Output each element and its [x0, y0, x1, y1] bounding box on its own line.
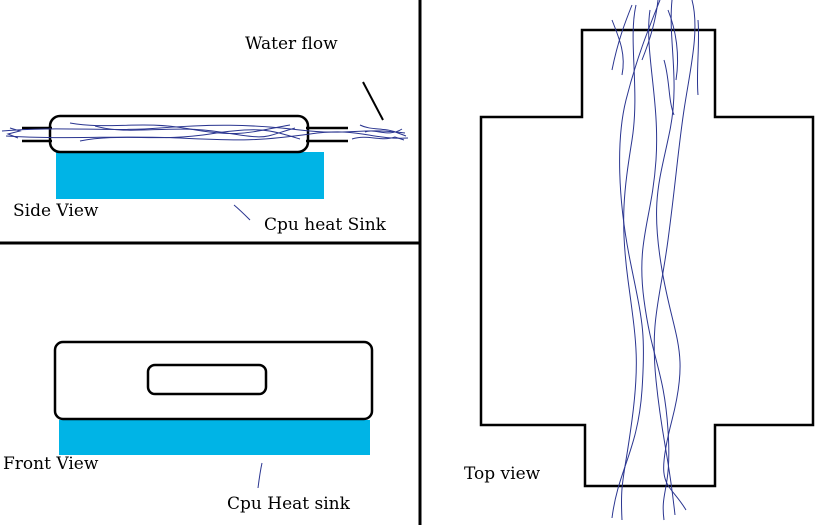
front-view-heat-sink	[59, 420, 370, 455]
water-flow-pointer	[362, 81, 384, 121]
top-view-label: Top view	[464, 464, 541, 484]
side-view-heat-sink-label: Cpu heat Sink	[264, 215, 386, 235]
front-view-heat-sink-pointer	[257, 462, 263, 489]
side-view-label: Side View	[13, 201, 99, 221]
side-view-heat-sink-pointer	[233, 204, 251, 221]
front-view-water-channel	[146, 363, 268, 396]
front-view-label: Front View	[3, 454, 99, 474]
side-view-panel	[1, 81, 409, 221]
front-view-water-block	[53, 340, 374, 421]
water-flow-label: Water flow	[245, 34, 338, 54]
top-view-water-flow-lines	[611, 0, 700, 521]
front-view-panel	[53, 340, 374, 489]
side-view-heat-sink	[56, 152, 324, 199]
front-view-heat-sink-label: Cpu Heat sink	[227, 494, 350, 514]
top-view-water-block-outline	[479, 28, 815, 488]
top-view-panel	[479, 0, 815, 521]
side-view-water-block	[48, 114, 310, 154]
side-view-water-flow-lines	[1, 122, 409, 142]
